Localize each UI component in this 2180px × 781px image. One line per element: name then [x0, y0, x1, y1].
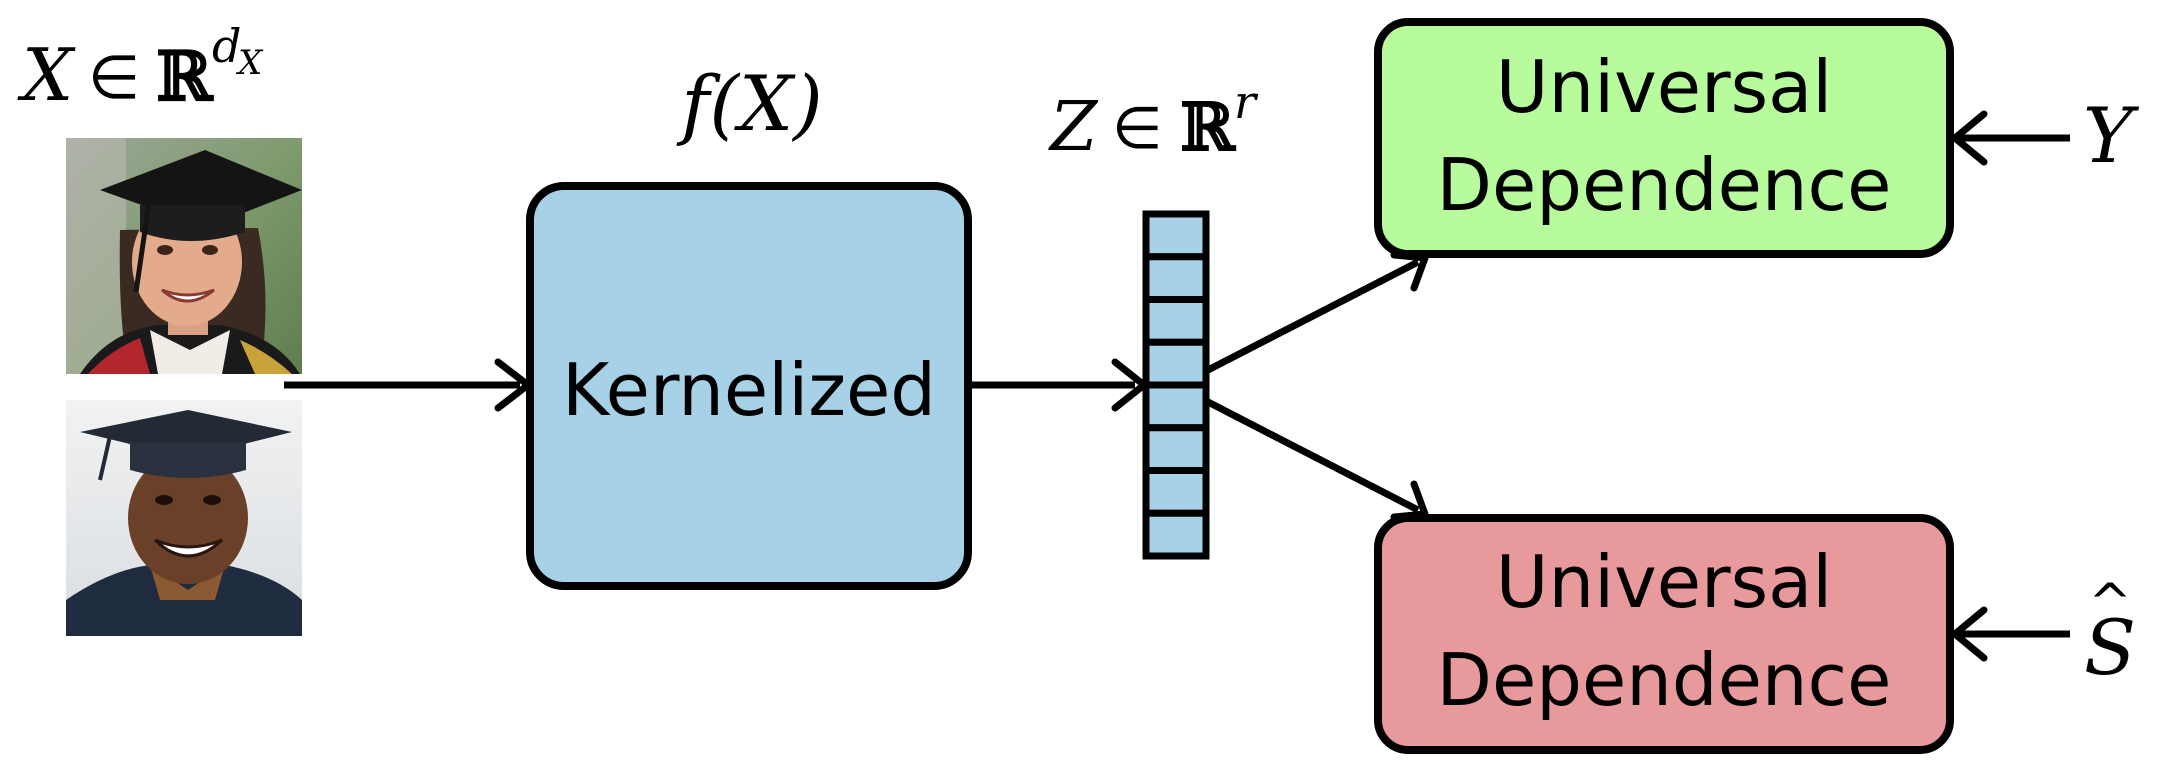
- sensitive-box-line2: Dependence: [1437, 638, 1892, 722]
- latent-vector-cell: [1142, 338, 1210, 389]
- sensitive-dependence-box: [1374, 514, 1954, 754]
- input-space-r: ℝ: [156, 37, 214, 117]
- encoder-box-label: Kernelized: [562, 348, 936, 432]
- latent-vector: [1142, 210, 1210, 560]
- latent-exponent-r: r: [1234, 75, 1259, 129]
- latent-vector-cell: [1142, 296, 1210, 346]
- input-label: X ∈ ℝ d X: [17, 19, 264, 117]
- target-variable-y: Y: [2083, 91, 2140, 180]
- target-dependence-box: [1374, 18, 1954, 258]
- encoder-block: Kernelized: [526, 182, 972, 590]
- latent-variable-z: Z: [1048, 88, 1099, 167]
- latent-space-r: ℝ: [1180, 88, 1237, 166]
- target-box-line2: Dependence: [1437, 143, 1892, 227]
- latent-vector-cell: [1142, 253, 1210, 303]
- latent-vector-cell: [1142, 210, 1210, 261]
- latent-vector-cell: [1142, 381, 1210, 432]
- arrow-latent-to-target: [1206, 251, 1429, 374]
- arrow-y-to-target: [1951, 110, 2070, 166]
- latent-element-of: ∈: [1112, 94, 1163, 162]
- latent-label: Z ∈ ℝ r: [1048, 75, 1259, 167]
- latent-vector-cell: [1142, 467, 1210, 517]
- latent-vector-cell: [1142, 424, 1210, 474]
- sensitive-dependence-block: Universal Dependence: [1374, 514, 1954, 754]
- input-exponent-d: d: [212, 19, 241, 73]
- encoder-function-label: f(X): [676, 59, 823, 148]
- target-dependence-block: Universal Dependence: [1374, 18, 1954, 258]
- sensitive-hat-accent: ^: [2088, 573, 2132, 633]
- input-element-of: ∈: [88, 43, 140, 113]
- sensitive-box-line1: Universal: [1496, 540, 1832, 624]
- input-exponent-subscript: X: [235, 43, 264, 83]
- latent-vector-cell: [1142, 509, 1210, 560]
- target-box-line1: Universal: [1496, 45, 1832, 129]
- arrow-input-to-encoder: [284, 358, 532, 412]
- input-variable-x: X: [17, 33, 76, 117]
- arrow-encoder-to-latent: [968, 358, 1148, 412]
- arrow-s-hat-to-sensitive: [1951, 606, 2070, 662]
- graduate-woman-photo: [66, 138, 302, 374]
- sensitive-variable-s-hat: S: [2084, 603, 2136, 692]
- graduate-man-photo: [66, 400, 302, 636]
- arrow-latent-to-sensitive: [1206, 398, 1429, 521]
